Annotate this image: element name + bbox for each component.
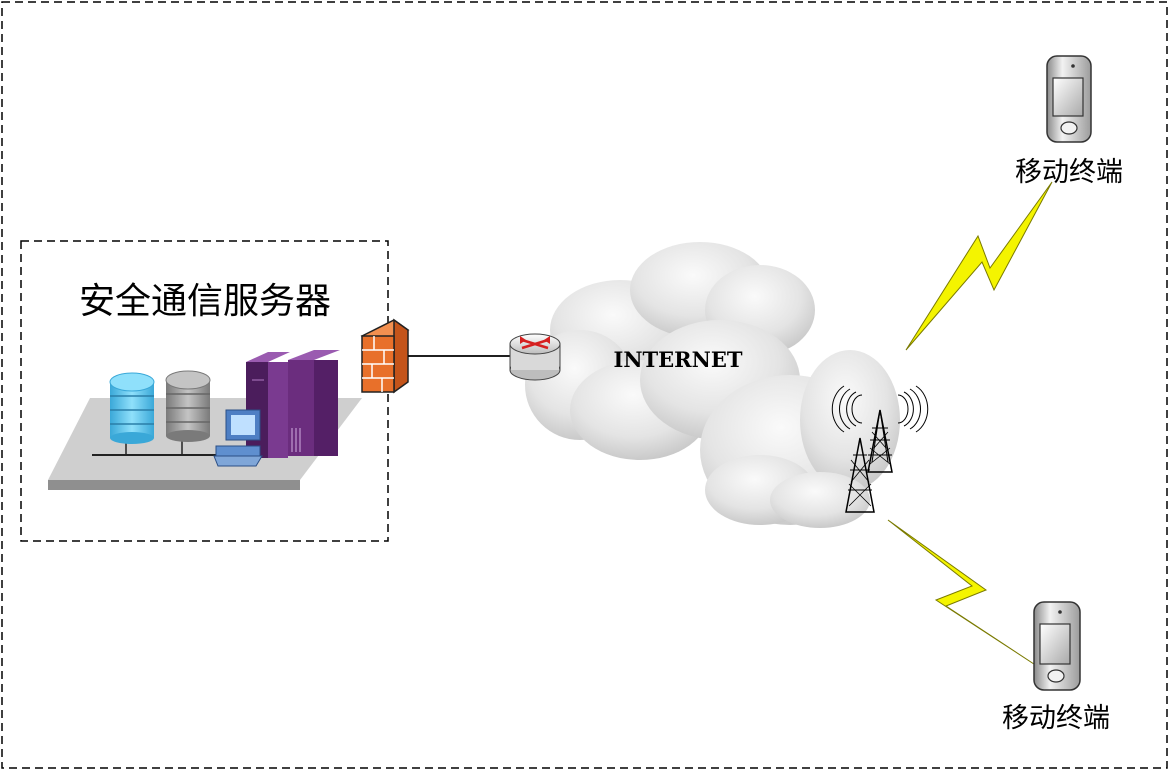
network-label: INTERNET xyxy=(614,347,743,372)
lightning-icon xyxy=(887,519,1041,669)
router-icon xyxy=(509,333,561,381)
cloud-icon xyxy=(525,242,900,528)
database-icon xyxy=(109,372,155,444)
firewall-icon xyxy=(360,318,410,394)
lightning-icon xyxy=(905,181,1053,351)
terminal-label-top: 移动终端 xyxy=(1015,157,1123,188)
server-group-boundary xyxy=(20,240,389,542)
radio-tower-icon xyxy=(831,385,929,513)
mobile-phone-icon xyxy=(1046,55,1092,143)
workstation-icon xyxy=(213,409,263,467)
mobile-phone-icon xyxy=(1033,601,1081,691)
server-rack-icon xyxy=(246,350,340,458)
server-group-title: 安全通信服务器 xyxy=(79,281,331,322)
terminal-label-bottom: 移动终端 xyxy=(1002,703,1110,734)
database-icon xyxy=(165,370,211,442)
